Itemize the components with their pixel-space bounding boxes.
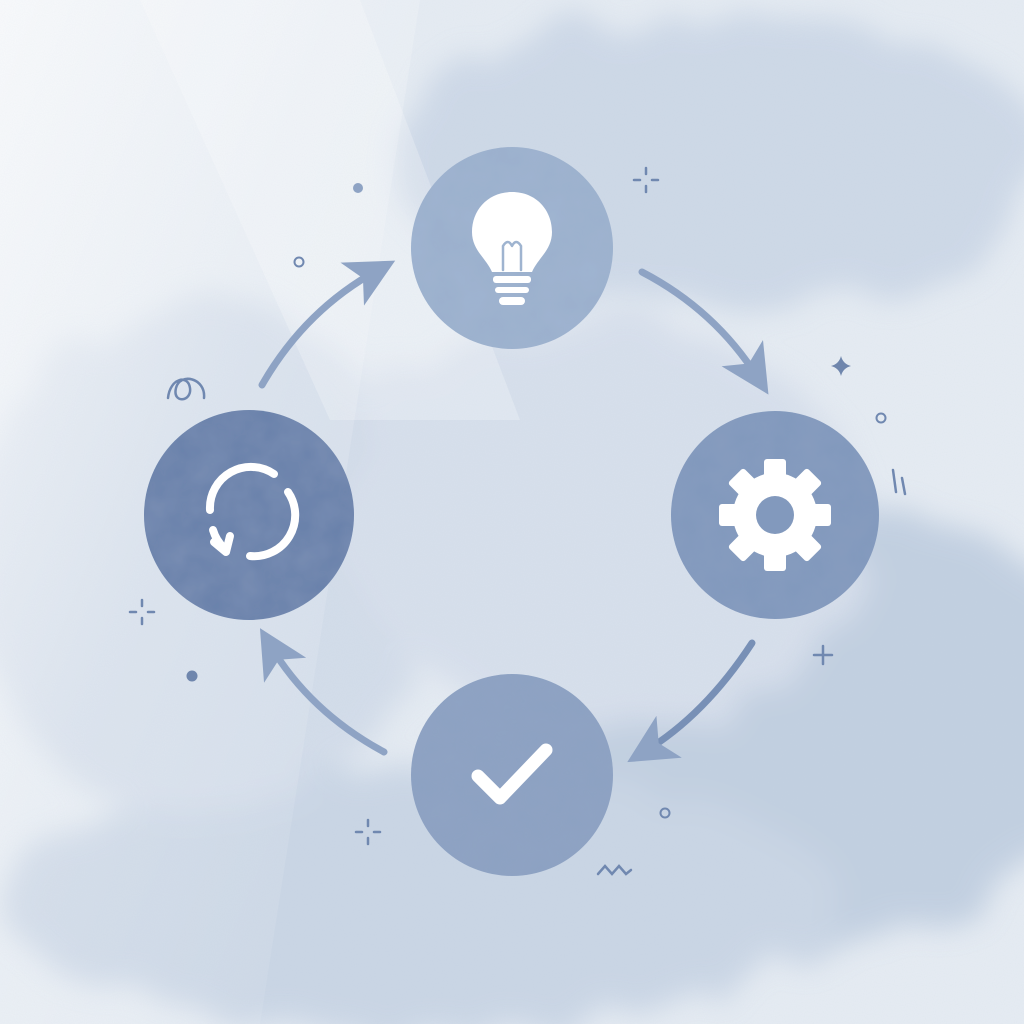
plus-icon xyxy=(812,644,834,666)
dot-decoration xyxy=(353,183,363,193)
arrow-process-to-complete xyxy=(627,639,756,763)
lightbulb-icon xyxy=(472,192,552,305)
node-idea xyxy=(411,147,613,349)
ring-decoration xyxy=(659,807,671,819)
refresh-icon xyxy=(205,462,300,561)
dot-decoration xyxy=(186,670,198,682)
connectors xyxy=(258,260,769,763)
decorations xyxy=(128,166,907,876)
arrow-idea-to-process xyxy=(638,268,769,395)
gear-icon xyxy=(719,459,831,571)
node-repeat xyxy=(144,410,354,620)
checkmark-icon xyxy=(471,743,553,805)
zigzag-doodle-icon xyxy=(596,864,633,876)
sparkle-icon xyxy=(632,166,660,194)
tick-marks-decoration xyxy=(891,468,907,496)
arrow-complete-to-repeat xyxy=(259,628,388,756)
ring-decoration xyxy=(875,412,887,424)
ring-decoration xyxy=(293,256,305,268)
curl-doodle-icon xyxy=(166,377,206,401)
arrow-repeat-to-idea xyxy=(258,260,396,389)
node-process xyxy=(671,411,879,619)
sparkle-icon xyxy=(128,598,156,626)
sparkle-icon xyxy=(354,818,382,846)
four-point-star-icon xyxy=(831,356,851,376)
node-complete xyxy=(411,674,613,876)
